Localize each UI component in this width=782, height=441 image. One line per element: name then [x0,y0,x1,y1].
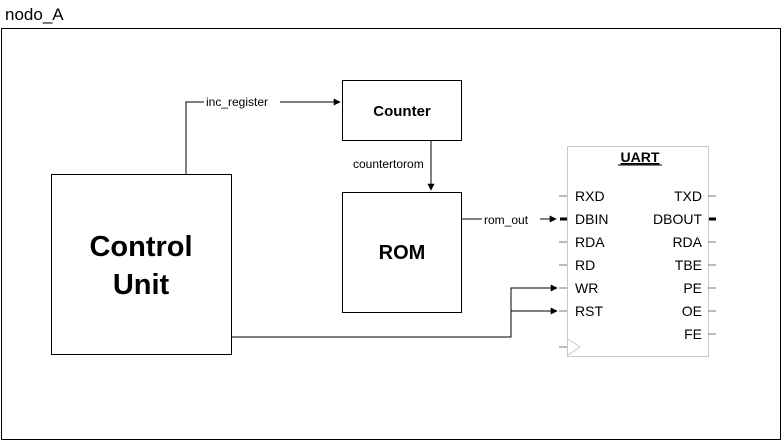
uart-pin-rxd: RXD [575,188,605,204]
container-label: nodo_A [5,5,64,24]
control-unit-label-line2: Unit [113,269,170,301]
clock-triangle-icon [567,338,581,356]
uart-title: UART [621,149,660,165]
counter-block[interactable]: Counter [342,80,462,141]
wire-label-bg-inc-register [204,94,280,109]
uart-pin-pe: PE [683,280,702,296]
rom-label: ROM [379,242,426,264]
uart-pin-tbe: TBE [675,257,702,273]
uart-block[interactable]: UART RXD DBIN RDA RD WR RST TXD DBOUT RD… [559,146,716,357]
wire-label-bg-rom-out [482,212,540,227]
uart-pin-rda-in: RDA [575,234,605,250]
uart-pin-dbout: DBOUT [653,211,702,227]
wire-control-to-wr[interactable] [231,284,558,338]
uart-pin-wr: WR [575,280,598,296]
uart-pin-rda-out: RDA [672,234,702,250]
control-unit-block[interactable]: Control Unit [51,174,232,355]
wire-label-rom-out: rom_out [484,213,529,227]
counter-label: Counter [373,103,431,120]
control-unit-label-line1: Control [89,231,192,263]
rom-box[interactable] [342,192,462,313]
rom-block[interactable]: ROM [342,192,462,313]
wire-label-inc-register: inc_register [206,95,268,109]
control-unit-box[interactable] [51,174,232,355]
uart-pin-txd: TXD [674,188,702,204]
uart-box[interactable] [567,146,709,357]
counter-box[interactable] [342,80,462,141]
uart-pin-fe: FE [684,326,702,342]
uart-pin-rst: RST [575,303,603,319]
uart-pin-oe: OE [682,303,702,319]
wire-label-countertorom: countertorom [353,157,424,171]
wire-inc-register[interactable] [185,98,341,174]
uart-pin-rd: RD [575,257,595,273]
uart-pin-dbin: DBIN [575,211,608,227]
